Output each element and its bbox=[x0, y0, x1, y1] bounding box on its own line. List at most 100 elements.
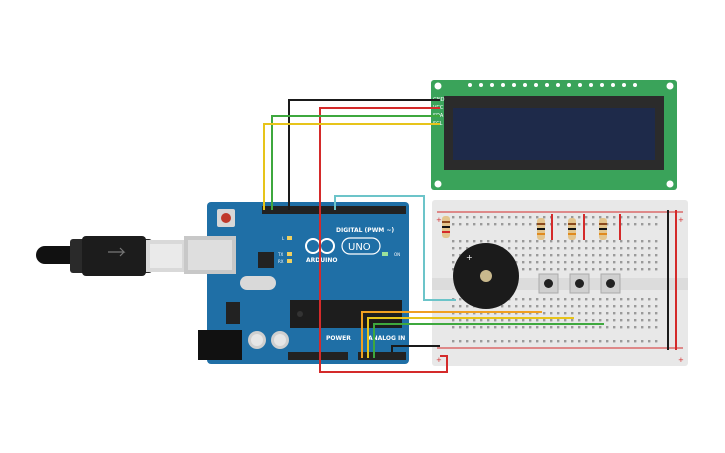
breadboard-hole bbox=[634, 261, 637, 264]
breadboard-hole bbox=[564, 261, 567, 264]
breadboard-hole bbox=[634, 216, 637, 219]
wire-button1-orange[interactable] bbox=[361, 311, 542, 358]
breadboard-hole bbox=[536, 326, 539, 329]
breadboard-hole bbox=[522, 247, 525, 250]
breadboard-hole bbox=[599, 305, 602, 308]
breadboard-hole bbox=[571, 247, 574, 250]
breadboard-hole bbox=[648, 340, 651, 343]
breadboard-hole bbox=[459, 305, 462, 308]
resistor[interactable] bbox=[568, 218, 576, 240]
breadboard-hole bbox=[585, 312, 588, 315]
resistor[interactable] bbox=[599, 218, 607, 240]
breadboard-hole bbox=[599, 312, 602, 315]
lcd-header-pin bbox=[545, 83, 549, 87]
resistor[interactable] bbox=[537, 218, 545, 240]
breadboard-hole bbox=[641, 247, 644, 250]
breadboard-hole bbox=[620, 340, 623, 343]
breadboard-hole bbox=[501, 326, 504, 329]
breadboard-hole bbox=[452, 305, 455, 308]
breadboard-hole bbox=[578, 261, 581, 264]
breadboard-hole bbox=[641, 319, 644, 322]
breadboard-hole bbox=[550, 340, 553, 343]
breadboard-hole bbox=[592, 340, 595, 343]
breadboard-hole bbox=[648, 240, 651, 243]
pushbutton[interactable] bbox=[600, 273, 621, 294]
usb-cable[interactable] bbox=[36, 236, 186, 276]
breadboard-hole bbox=[641, 312, 644, 315]
breadboard-hole bbox=[606, 312, 609, 315]
breadboard-hole bbox=[473, 223, 476, 226]
breadboard-hole bbox=[627, 305, 630, 308]
pushbutton[interactable] bbox=[538, 273, 559, 294]
breadboard-hole bbox=[452, 319, 455, 322]
wire-gnd-board[interactable] bbox=[391, 345, 440, 352]
breadboard-hole bbox=[578, 305, 581, 308]
breadboard-hole bbox=[564, 340, 567, 343]
breadboard-hole bbox=[543, 305, 546, 308]
breadboard-hole bbox=[515, 319, 518, 322]
breadboard-hole bbox=[459, 254, 462, 257]
breadboard-hole bbox=[564, 326, 567, 329]
resistor[interactable] bbox=[442, 216, 450, 238]
wire-buzzer-cyan[interactable] bbox=[334, 195, 456, 301]
breadboard-hole bbox=[599, 326, 602, 329]
plus-label: + bbox=[436, 216, 442, 224]
breadboard-hole bbox=[452, 240, 455, 243]
breadboard-hole bbox=[515, 305, 518, 308]
breadboard-hole bbox=[466, 247, 469, 250]
breadboard-hole bbox=[592, 240, 595, 243]
breadboard-hole bbox=[557, 247, 560, 250]
analog-header bbox=[358, 352, 406, 360]
wire-5v-red[interactable] bbox=[319, 355, 448, 373]
breadboard-hole bbox=[627, 298, 630, 301]
wire-button2-yellow[interactable] bbox=[367, 317, 574, 358]
breadboard-hole bbox=[627, 240, 630, 243]
arduino-uno-board[interactable]: ARDUINO UNO DIGITAL (PWM ~) POWER ANALOG… bbox=[184, 202, 409, 364]
breadboard-hole bbox=[571, 340, 574, 343]
piezo-buzzer[interactable]: + bbox=[453, 243, 519, 309]
wire-scl-yellow[interactable] bbox=[263, 123, 440, 210]
wire-sda-green[interactable] bbox=[271, 115, 440, 210]
breadboard-hole bbox=[571, 254, 574, 257]
breadboard-hole bbox=[529, 254, 532, 257]
wire-gnd-black[interactable] bbox=[288, 99, 440, 210]
breadboard-hole bbox=[585, 298, 588, 301]
breadboard-hole bbox=[627, 254, 630, 257]
breadboard-hole bbox=[501, 319, 504, 322]
breadboard-hole bbox=[459, 298, 462, 301]
breadboard-hole bbox=[620, 312, 623, 315]
breadboard-hole bbox=[606, 216, 609, 219]
breadboard-hole bbox=[529, 326, 532, 329]
lcd-header-pin bbox=[523, 83, 527, 87]
breadboard-hole bbox=[536, 298, 539, 301]
breadboard-hole bbox=[473, 216, 476, 219]
breadboard-hole bbox=[494, 240, 497, 243]
wire-vcc-red[interactable] bbox=[319, 107, 440, 370]
breadboard-hole bbox=[613, 268, 616, 271]
breadboard-hole bbox=[487, 326, 490, 329]
breadboard-hole bbox=[536, 247, 539, 250]
breadboard-hole bbox=[487, 240, 490, 243]
breadboard-hole bbox=[522, 268, 525, 271]
breadboard-hole bbox=[634, 298, 637, 301]
breadboard-hole bbox=[480, 312, 483, 315]
breadboard-hole bbox=[578, 247, 581, 250]
breadboard-hole bbox=[550, 305, 553, 308]
breadboard-hole bbox=[550, 326, 553, 329]
breadboard-hole bbox=[508, 312, 511, 315]
wire-button3-green[interactable] bbox=[373, 323, 604, 358]
pushbutton[interactable] bbox=[569, 273, 590, 294]
breadboard-hole bbox=[452, 254, 455, 257]
lcd-header-pin bbox=[600, 83, 604, 87]
breadboard-hole bbox=[627, 247, 630, 250]
breadboard-hole bbox=[606, 326, 609, 329]
breadboard-hole bbox=[592, 261, 595, 264]
breadboard-hole bbox=[557, 298, 560, 301]
breadboard-hole bbox=[536, 340, 539, 343]
breadboard-hole bbox=[648, 216, 651, 219]
breadboard-hole bbox=[522, 312, 525, 315]
breadboard-hole bbox=[571, 305, 574, 308]
breadboard-hole bbox=[508, 319, 511, 322]
